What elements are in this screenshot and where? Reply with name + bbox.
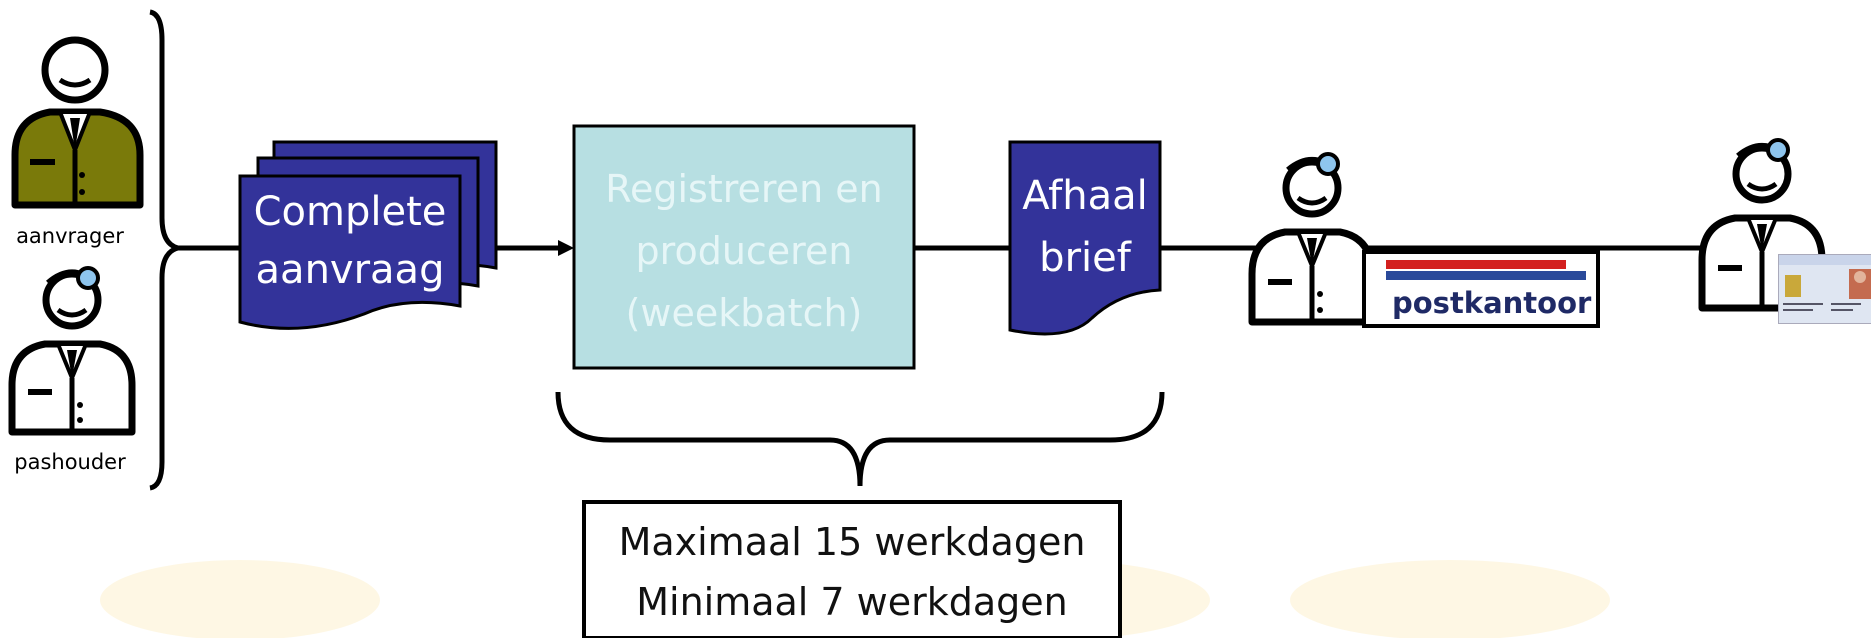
duration-max: Maximaal 15 werkdagen xyxy=(618,520,1086,564)
applicant-person-icon xyxy=(11,36,144,209)
id-card-graphic xyxy=(1779,255,1871,323)
complete-request-line-2: aanvraag xyxy=(255,247,445,293)
register-produce-line-2: produceren xyxy=(635,229,853,273)
pickup-letter-document-icon xyxy=(1008,140,1162,336)
complete-request-line-1: Complete xyxy=(253,189,447,235)
pickup-letter-line-2: brief xyxy=(1039,235,1131,281)
register-produce-line-1: Registreren en xyxy=(605,167,883,211)
postoffice-stripes-icon xyxy=(1386,260,1586,280)
postal-worker-doctor-icon xyxy=(1248,152,1376,326)
holder-label: pashouder xyxy=(14,450,126,474)
left-brace-icon xyxy=(149,9,179,491)
register-produce-box xyxy=(572,124,916,370)
duration-text: Maximaal 15 werkdagen Minimaal 7 werkdag… xyxy=(584,512,1120,632)
arrowhead-icon xyxy=(558,240,574,256)
postoffice-label: postkantoor xyxy=(1392,286,1592,320)
bottom-brace-icon xyxy=(555,391,1165,487)
complete-request-text: Complete aanvraag xyxy=(240,183,460,299)
duration-min: Minimaal 7 werkdagen xyxy=(636,580,1068,624)
duration-box xyxy=(582,500,1122,638)
applicant-label: aanvrager xyxy=(16,224,124,248)
register-produce-line-3: (weekbatch) xyxy=(625,291,863,335)
pickup-letter-text: Afhaal brief xyxy=(1010,165,1160,289)
id-card-icon xyxy=(1778,254,1871,324)
postoffice-sign: postkantoor xyxy=(1362,250,1600,328)
holder-doctor-icon xyxy=(8,266,136,436)
document-stack-icon xyxy=(238,140,498,330)
register-produce-text: Registreren en produceren (weekbatch) xyxy=(574,158,914,344)
pickup-letter-line-1: Afhaal xyxy=(1022,173,1148,219)
